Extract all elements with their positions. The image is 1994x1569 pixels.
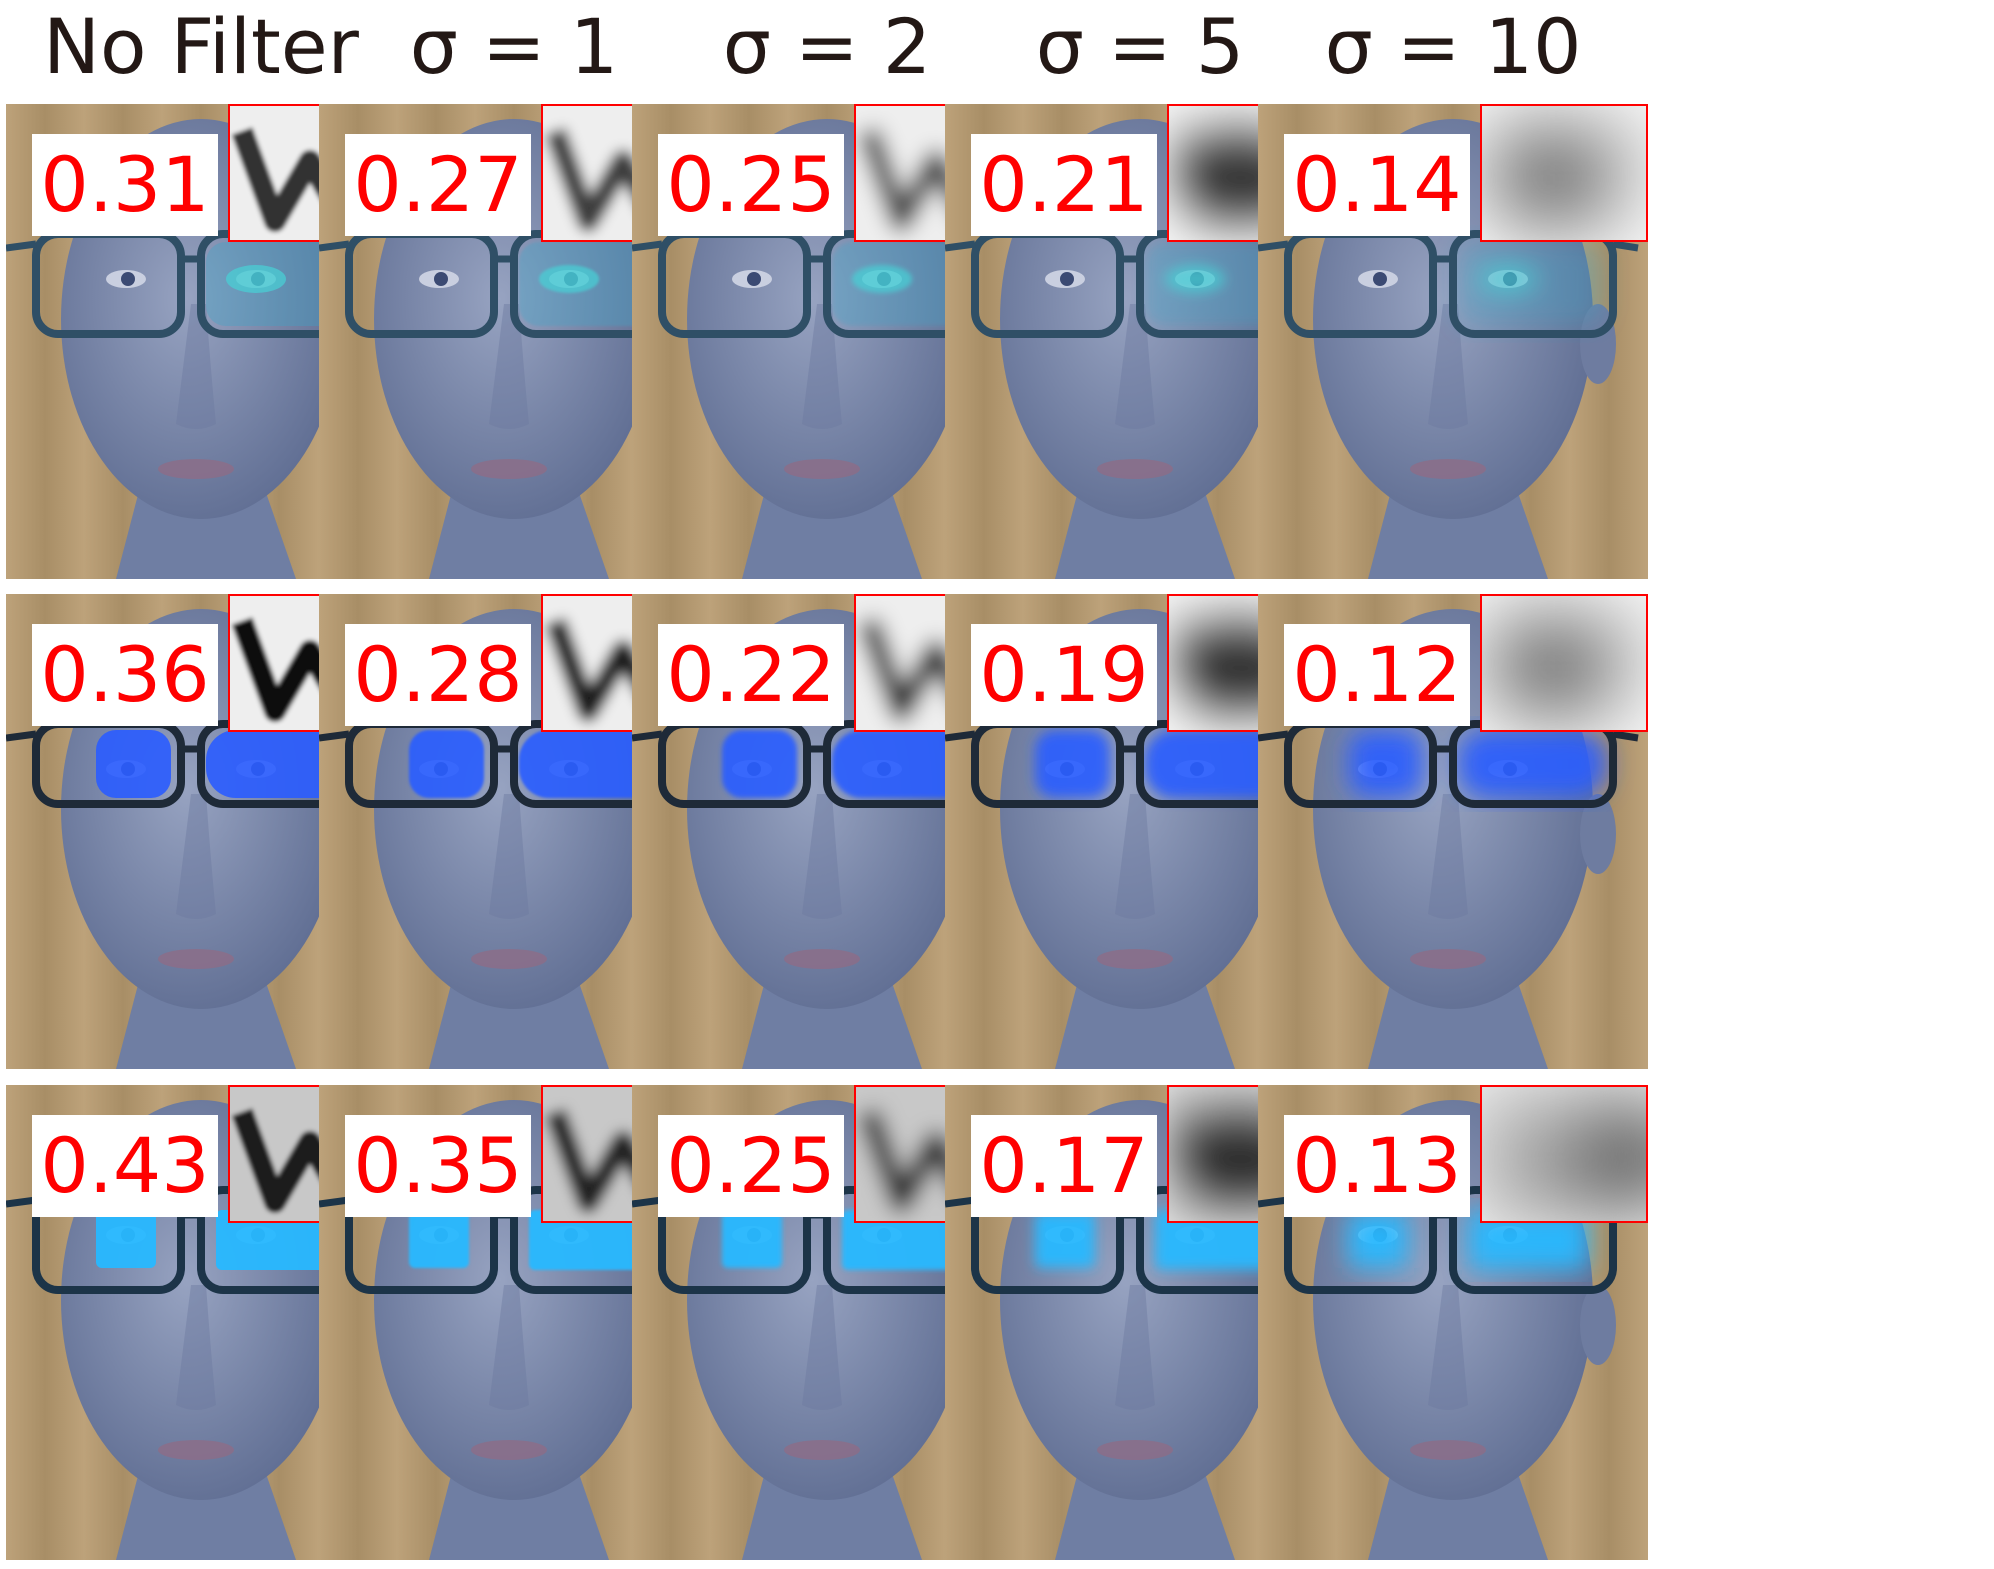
- similarity-score: 0.13: [1284, 1115, 1470, 1217]
- screen-reflection: [832, 242, 977, 326]
- image-tile-r0-c4: 0.14: [1258, 104, 1648, 579]
- screen-reflection: [96, 1210, 336, 1270]
- similarity-score: 0.35: [345, 1115, 531, 1217]
- similarity-score: 0.28: [345, 624, 531, 726]
- screen-reflection: [519, 242, 664, 326]
- screen-reflection: [409, 730, 669, 798]
- similarity-score: 0.21: [971, 134, 1157, 236]
- similarity-score: 0.14: [1284, 134, 1470, 236]
- similarity-score: 0.27: [345, 134, 531, 236]
- screen-reflection: [409, 1210, 649, 1270]
- image-tile-r2-c4: 0.13: [1258, 1085, 1648, 1560]
- similarity-score: 0.36: [32, 624, 218, 726]
- screen-reflection: [1035, 1210, 1275, 1270]
- reflection-crop-inset: [1480, 594, 1648, 732]
- similarity-score: 0.12: [1284, 624, 1470, 726]
- screen-reflection: [1348, 730, 1608, 798]
- column-header-2: σ = 2: [722, 1, 932, 91]
- similarity-score: 0.19: [971, 624, 1157, 726]
- screen-reflection: [1458, 242, 1603, 326]
- screen-reflection: [1035, 730, 1295, 798]
- reflection-crop-inset: [1480, 104, 1648, 242]
- column-header-1: σ = 1: [409, 1, 619, 91]
- column-header-0: No Filter: [43, 1, 359, 91]
- similarity-score: 0.25: [658, 134, 844, 236]
- screen-reflection: [722, 730, 982, 798]
- column-header-4: σ = 10: [1324, 1, 1582, 91]
- similarity-score: 0.25: [658, 1115, 844, 1217]
- similarity-score: 0.22: [658, 624, 844, 726]
- column-header-3: σ = 5: [1035, 1, 1245, 91]
- screen-reflection: [206, 242, 351, 326]
- screen-reflection: [96, 730, 356, 798]
- screen-reflection: [722, 1210, 962, 1270]
- screen-reflection: [1348, 1210, 1588, 1270]
- image-tile-r1-c4: 0.12: [1258, 594, 1648, 1069]
- similarity-score: 0.31: [32, 134, 218, 236]
- screen-reflection: [1145, 242, 1290, 326]
- similarity-score: 0.17: [971, 1115, 1157, 1217]
- reflection-crop-inset: [1480, 1085, 1648, 1223]
- similarity-score: 0.43: [32, 1115, 218, 1217]
